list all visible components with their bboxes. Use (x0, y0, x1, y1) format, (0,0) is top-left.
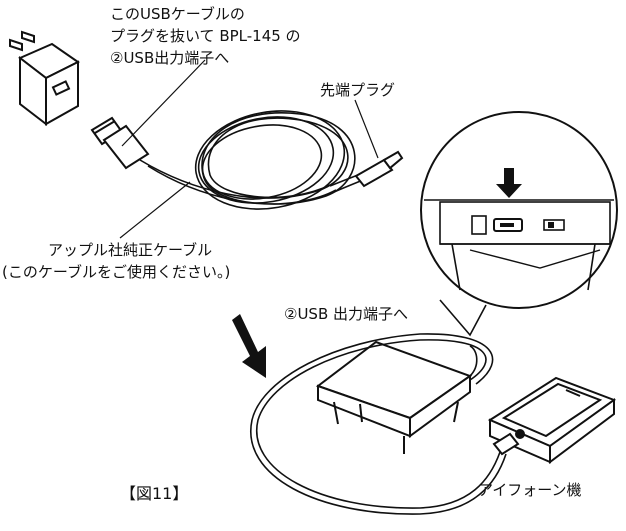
ac-adapter (9, 30, 80, 127)
tip-plug-label: 先端プラグ (320, 81, 396, 99)
magnified-inset (420, 111, 618, 337)
leader-lines (119, 59, 379, 239)
apple-cable-note: (このケーブルをご使用ください。) (2, 263, 231, 281)
lightning-tip-plug (354, 150, 404, 188)
figure-number: 【図11】 (120, 484, 189, 503)
iphone-device (487, 376, 617, 464)
loop-cable (249, 333, 507, 515)
down-arrow-icon (496, 168, 522, 198)
diagonal-arrow-icon (232, 314, 266, 378)
charger-base (315, 340, 473, 454)
iphone-plug (492, 432, 520, 456)
usb-output-port-label: ②USB 出力端子へ (284, 305, 409, 323)
usb-plug (90, 116, 150, 170)
usb-instruction-line2: プラグを抜いて BPL-145 の (110, 27, 301, 45)
apple-cable-label: アップル社純正ケーブル (48, 241, 213, 259)
usb-instruction-line1: このUSBケーブルの (110, 5, 245, 23)
iphone-label: アイフォーン機 (478, 481, 582, 499)
coiled-cable (139, 110, 369, 210)
usb-instruction-line3: ②USB出力端子へ (110, 49, 230, 67)
